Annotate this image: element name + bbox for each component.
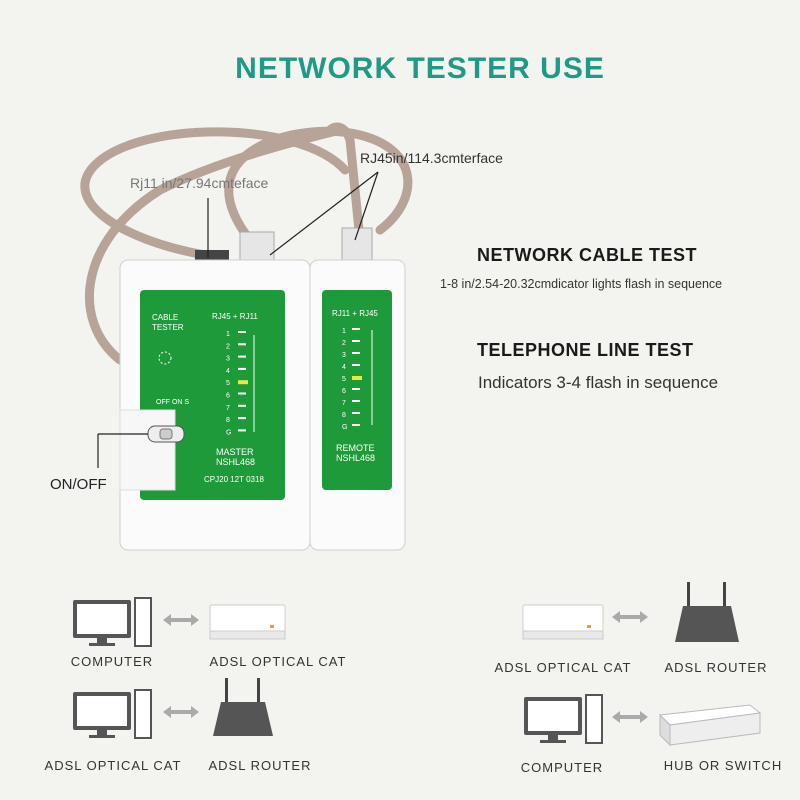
double-arrow-icon	[612, 611, 648, 623]
switch-label: OFF ON S	[156, 399, 189, 406]
master-panel	[140, 290, 285, 500]
led-number: 5	[226, 380, 230, 387]
led	[238, 404, 246, 407]
led	[238, 417, 246, 420]
remote-model: NSHL468	[336, 453, 375, 463]
led-number: 3	[226, 356, 230, 363]
computer-icon	[73, 689, 152, 739]
led	[238, 331, 246, 333]
remote-name: REMOTE	[336, 443, 375, 453]
led-number: 2	[342, 340, 346, 347]
led	[352, 352, 360, 354]
master-port-label: RJ45 + RJ11	[212, 312, 258, 321]
led-number: 1	[342, 328, 346, 335]
led	[352, 400, 360, 402]
diagram2-right-label: ADSL ROUTER	[664, 660, 768, 675]
led	[352, 364, 360, 366]
led	[352, 412, 360, 414]
rj11-plug-icon	[195, 250, 229, 262]
network-cable-test-heading: NETWORK CABLE TEST	[477, 245, 697, 265]
diagram3-right-label: ADSL ROUTER	[208, 758, 312, 773]
led-number: 6	[226, 393, 230, 400]
master-led-column: 1 2 3 4 5 6 7 8G	[226, 331, 248, 436]
led	[238, 343, 246, 346]
led-number: 2	[226, 343, 230, 350]
rj11-callout: Rj11 in/27.94cmteface	[130, 175, 269, 191]
power-led-icon	[158, 351, 172, 365]
rj45-callout: RJ45in/114.3cmterface	[360, 150, 503, 166]
diagram4-left-label: COMPUTER	[520, 760, 604, 775]
led-number: G	[342, 424, 347, 431]
led-number: 7	[226, 405, 230, 412]
telephone-line-test-heading: TELEPHONE LINE TEST	[477, 340, 694, 360]
diagram2-left-label: ADSL OPTICAL CAT	[494, 660, 632, 675]
remote-port-label: RJ11 + RJ45	[332, 309, 378, 318]
led-number: G	[226, 429, 231, 436]
diagram1-right-label: ADSL OPTICAL CAT	[209, 654, 347, 669]
router-icon	[675, 582, 739, 642]
led-number: 6	[342, 388, 346, 395]
double-arrow-icon	[163, 706, 199, 718]
led-number: 1	[226, 331, 230, 338]
diagram3-left-label: ADSL OPTICAL CAT	[44, 758, 182, 773]
led	[238, 429, 246, 432]
led	[238, 355, 246, 358]
master-model: NSHL468	[216, 457, 255, 467]
led	[352, 340, 360, 342]
double-arrow-icon	[612, 711, 648, 723]
telephone-line-test-text: Indicators 3-4 flash in sequence	[478, 373, 719, 392]
page-title: NETWORK TESTER USE	[235, 52, 605, 85]
diagram4-right-label: HUB OR SWITCH	[663, 758, 783, 773]
led-lit	[352, 376, 362, 380]
modem-icon	[522, 604, 604, 640]
led-number: 8	[342, 412, 346, 419]
led	[238, 392, 246, 395]
computer-icon	[524, 694, 603, 744]
led-lit	[238, 380, 248, 385]
remote-led-column: 1 2 3 4 5 6 7 8G	[342, 328, 362, 431]
led-number: 4	[226, 368, 230, 375]
led	[352, 328, 360, 330]
led-number: 7	[342, 400, 346, 407]
network-cable-test-text: 1-8 in/2.54-20.32cmdicator lights flash …	[440, 277, 723, 291]
led	[352, 388, 360, 390]
led	[352, 424, 360, 426]
cable-icon	[80, 122, 413, 365]
diagram1-left-label: COMPUTER	[70, 654, 154, 669]
led-number: 8	[226, 417, 230, 424]
led-number: 3	[342, 352, 346, 359]
double-arrow-icon	[163, 614, 199, 626]
master-serial: CPJ20 12T 0318	[204, 475, 264, 484]
master-name: MASTER	[216, 447, 254, 457]
panel-title-line1: CABLE	[152, 313, 178, 322]
onoff-callout: ON/OFF	[50, 476, 107, 493]
led-number: 5	[342, 376, 346, 383]
led-number: 4	[342, 364, 346, 371]
computer-icon	[73, 597, 152, 647]
switch-icon	[658, 704, 762, 747]
modem-icon	[209, 604, 286, 640]
led	[238, 367, 246, 370]
router-icon	[213, 678, 273, 736]
panel-title-line2: TESTER	[152, 323, 184, 332]
